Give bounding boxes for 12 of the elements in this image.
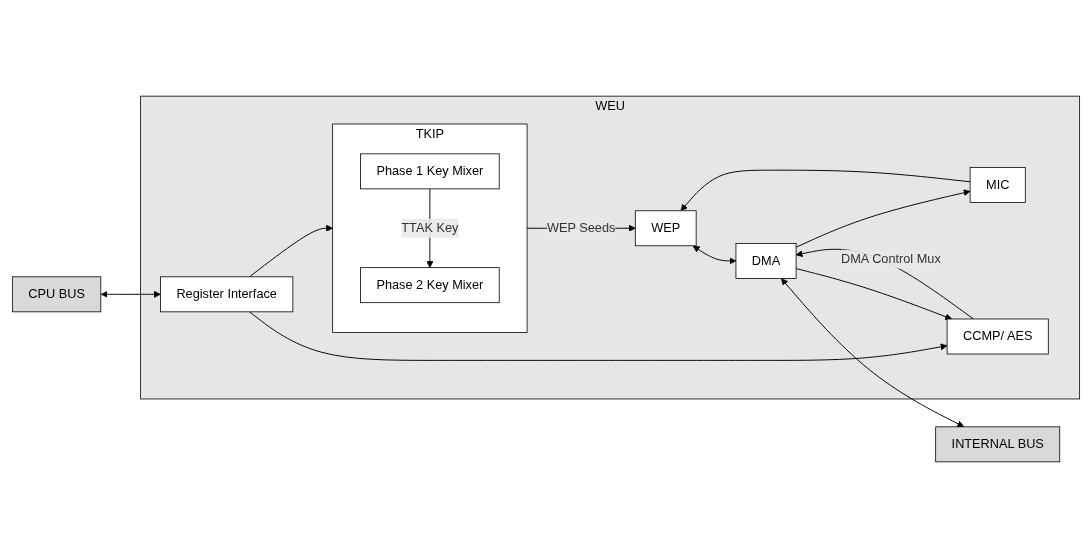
node-box: Phase 2 Key Mixer — [359, 266, 500, 303]
edge-label: DMA Control Mux — [840, 251, 941, 265]
node-box: CPU BUS — [11, 275, 101, 312]
edge-label: WEP Seeds — [546, 220, 615, 235]
node-box: Phase 1 Key Mixer — [359, 152, 500, 189]
node-box: DMA — [735, 242, 796, 279]
node-box: WEP — [634, 209, 697, 246]
node-box: Register Interface — [159, 275, 293, 312]
node-box: MIC — [969, 166, 1026, 203]
node-box: CCMP/ AES — [946, 318, 1049, 354]
edge-label: TTAK Key — [400, 220, 458, 235]
node-box: INTERNAL BUS — [934, 425, 1060, 462]
